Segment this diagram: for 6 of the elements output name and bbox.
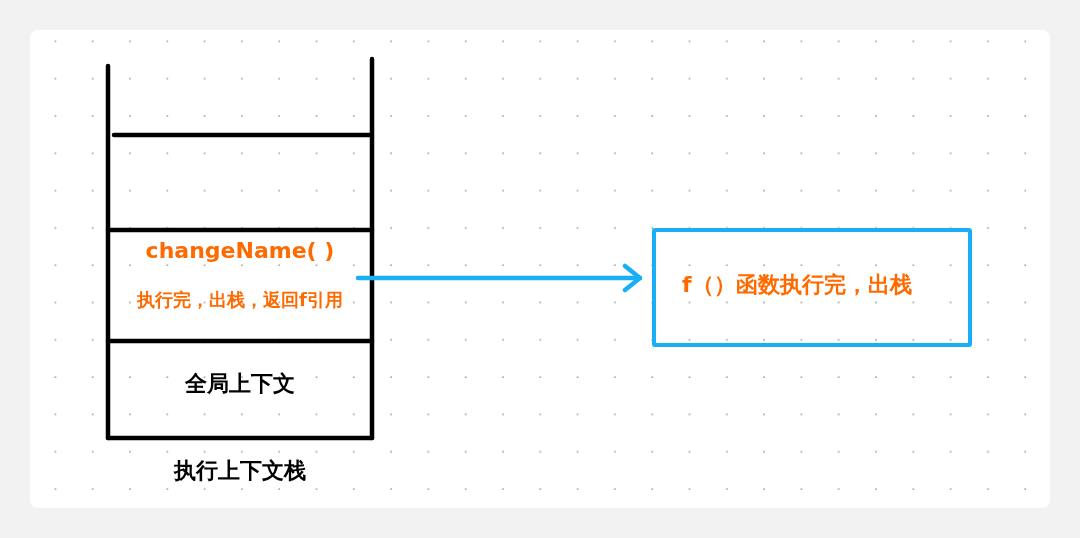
frame-note: 执行完，出栈，返回f引用 — [136, 288, 344, 312]
arrow — [355, 263, 643, 293]
frame-label: 全局上下文 — [184, 370, 296, 398]
stack-heading: 执行上下文栈 — [172, 457, 307, 485]
function-name: changeName( ) — [144, 238, 336, 263]
result-box: f（）函数执行完，出栈 — [652, 228, 972, 347]
